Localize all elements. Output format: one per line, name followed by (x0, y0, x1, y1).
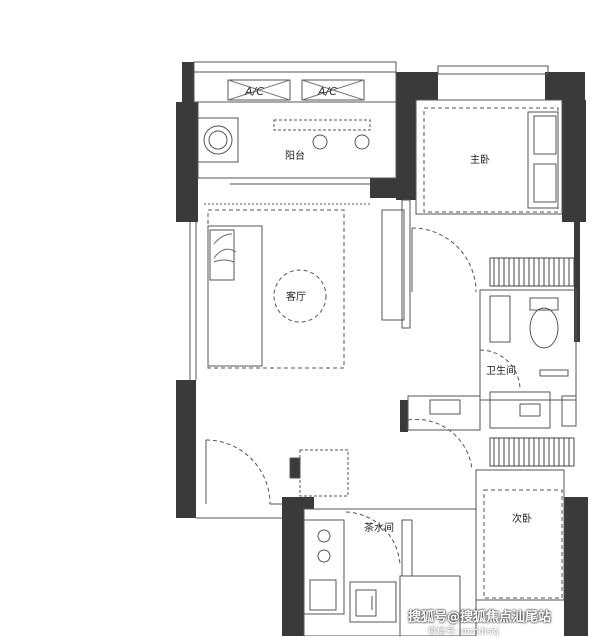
ac-unit-1: A/C (227, 79, 291, 101)
bathroom-fixtures (429, 297, 577, 427)
ac-unit-2: A/C (301, 79, 365, 101)
tea-room-fixtures (309, 529, 377, 617)
structure-lines (189, 61, 577, 636)
master-bed (423, 107, 559, 213)
ac-units: A/C A/C (227, 79, 365, 101)
washing-machine (197, 117, 239, 163)
door-leaves (205, 228, 413, 505)
living-furniture (207, 209, 345, 369)
room-label-bathroom: 卫生间 (486, 364, 516, 377)
room-label-living-room: 客厅 (286, 290, 306, 303)
walls (176, 62, 588, 636)
hatch-lines (493, 258, 570, 466)
room-label-second-bedroom: 次卧 (512, 512, 532, 525)
sofa (207, 225, 263, 367)
door-swings (205, 227, 521, 567)
toilet-bowl (529, 307, 559, 349)
wardrobe-hatches (489, 257, 575, 467)
watermark-main: 搜狐号@搜狐焦点汕尾站 (408, 610, 552, 625)
room-label-tea-room: 茶水间 (364, 521, 394, 534)
room-label-balcony: 阳台 (285, 149, 305, 162)
ac-label-1: A/C (244, 85, 264, 98)
ac-label-2: A/C (317, 85, 337, 98)
balcony-fixtures (197, 117, 371, 205)
watermark-sub: 微信号: mmdlskj (428, 627, 500, 637)
room-label-master-bedroom: 主卧 (470, 153, 490, 166)
toilet-tank (529, 297, 559, 311)
second-bed (483, 489, 563, 599)
shower-rail (539, 369, 569, 377)
